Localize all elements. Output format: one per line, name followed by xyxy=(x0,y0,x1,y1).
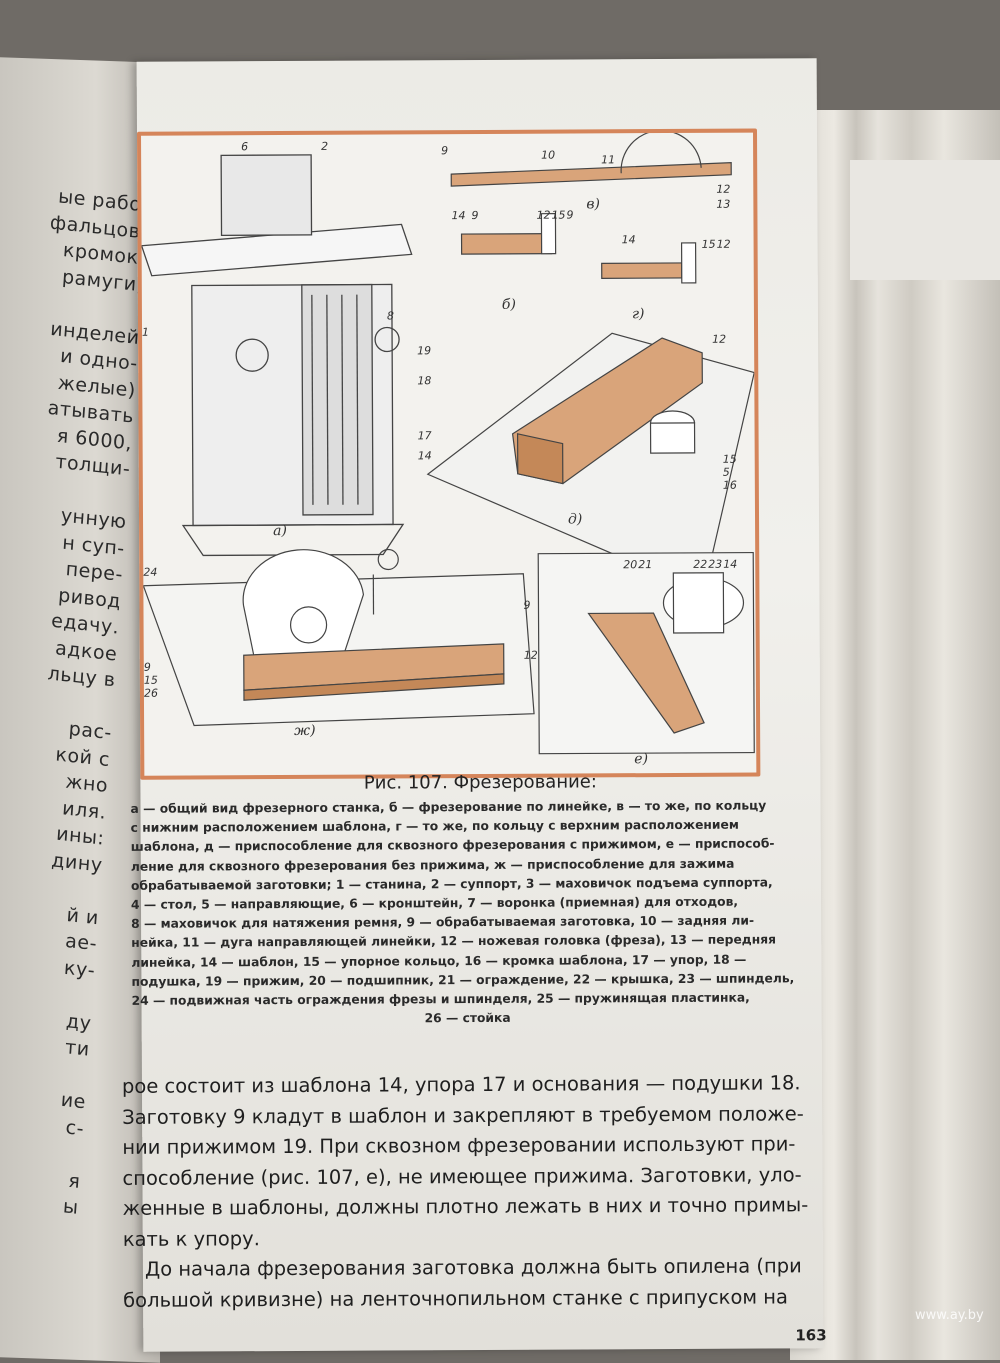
svg-text:22: 22 xyxy=(693,558,707,571)
svg-text:20: 20 xyxy=(623,558,637,571)
svg-text:14: 14 xyxy=(418,449,432,462)
svg-text:16: 16 xyxy=(723,479,737,492)
svg-text:26: 26 xyxy=(144,687,158,700)
body-line: женные в шаблоны, должны плотно лежать в… xyxy=(123,1190,813,1224)
svg-text:8: 8 xyxy=(387,309,394,322)
svg-text:6: 6 xyxy=(241,140,248,153)
label-v: в) xyxy=(586,196,600,212)
svg-text:21: 21 xyxy=(638,558,652,571)
page-number: 163 xyxy=(795,1326,826,1344)
body-line: способление (рис. 107, е), не имеющее пр… xyxy=(122,1160,812,1194)
svg-text:9: 9 xyxy=(471,209,478,222)
svg-text:14: 14 xyxy=(723,558,737,571)
right-page: а) б) в) г) д) е) ж) 6 2 8 1 9 10 11 12 … xyxy=(137,58,824,1352)
svg-text:14: 14 xyxy=(622,233,636,246)
body-line: кать к упору. xyxy=(123,1221,813,1255)
svg-text:18: 18 xyxy=(417,374,431,387)
svg-text:17: 17 xyxy=(418,429,432,442)
label-e: е) xyxy=(634,751,648,767)
svg-text:15: 15 xyxy=(723,453,737,466)
svg-text:15: 15 xyxy=(144,674,158,687)
body-line: большой кривизне) на ленточнопильном ста… xyxy=(123,1282,813,1316)
body-line: Заготовку 9 кладут в шаблон и закрепляют… xyxy=(122,1099,812,1133)
label-b: б) xyxy=(502,297,516,313)
svg-text:10: 10 xyxy=(541,149,555,162)
svg-text:12: 12 xyxy=(536,209,550,222)
label-zh: ж) xyxy=(294,723,315,739)
body-line: рое состоит из шаблона 14, упора 17 и ос… xyxy=(122,1068,812,1102)
svg-text:23: 23 xyxy=(708,558,722,571)
svg-text:9: 9 xyxy=(441,144,448,157)
caption-line: 26 — стойка xyxy=(132,1008,804,1031)
svg-text:15: 15 xyxy=(551,209,565,222)
body-text: рое состоит из шаблона 14, упора 17 и ос… xyxy=(122,1068,813,1316)
svg-text:2: 2 xyxy=(321,140,328,153)
label-g: г) xyxy=(632,306,645,322)
svg-text:12: 12 xyxy=(712,333,726,346)
svg-text:12: 12 xyxy=(524,649,538,662)
svg-text:11: 11 xyxy=(601,153,615,166)
svg-text:9: 9 xyxy=(523,599,530,612)
label-d: д) xyxy=(568,511,582,527)
watermark: www.ay.by xyxy=(915,1308,984,1323)
body-line: До начала фрезерования заготовка должна … xyxy=(123,1251,813,1285)
svg-text:5: 5 xyxy=(723,466,730,479)
caption-line: 24 — подвижная часть ограждения фрезы и … xyxy=(131,988,803,1011)
figure-frame: а) б) в) г) д) е) ж) 6 2 8 1 9 10 11 12 … xyxy=(137,129,760,780)
label-a: а) xyxy=(273,523,287,539)
svg-text:12: 12 xyxy=(717,238,731,251)
svg-text:24: 24 xyxy=(143,566,157,579)
svg-text:14: 14 xyxy=(451,209,465,222)
svg-text:13: 13 xyxy=(716,198,730,211)
body-line: нии прижимом 19. При сквозном фрезерован… xyxy=(122,1129,812,1163)
svg-text:9: 9 xyxy=(144,661,151,674)
figure-caption: а — общий вид фрезерного станка, б — фре… xyxy=(130,796,803,1030)
svg-text:9: 9 xyxy=(566,209,573,222)
svg-text:1: 1 xyxy=(142,326,149,339)
svg-text:15: 15 xyxy=(702,238,716,251)
svg-text:19: 19 xyxy=(417,344,431,357)
milling-machine-drawing xyxy=(141,154,413,555)
clamping-fixture-drawing xyxy=(143,548,534,725)
figure-caption-title: Рис. 107. Фрезерование: xyxy=(140,770,820,795)
book-cover-edge xyxy=(850,160,1000,280)
template-fixture-drawing xyxy=(538,553,754,754)
figure-illustration: а) б) в) г) д) е) ж) 6 2 8 1 9 10 11 12 … xyxy=(141,133,756,776)
svg-text:12: 12 xyxy=(716,183,730,196)
